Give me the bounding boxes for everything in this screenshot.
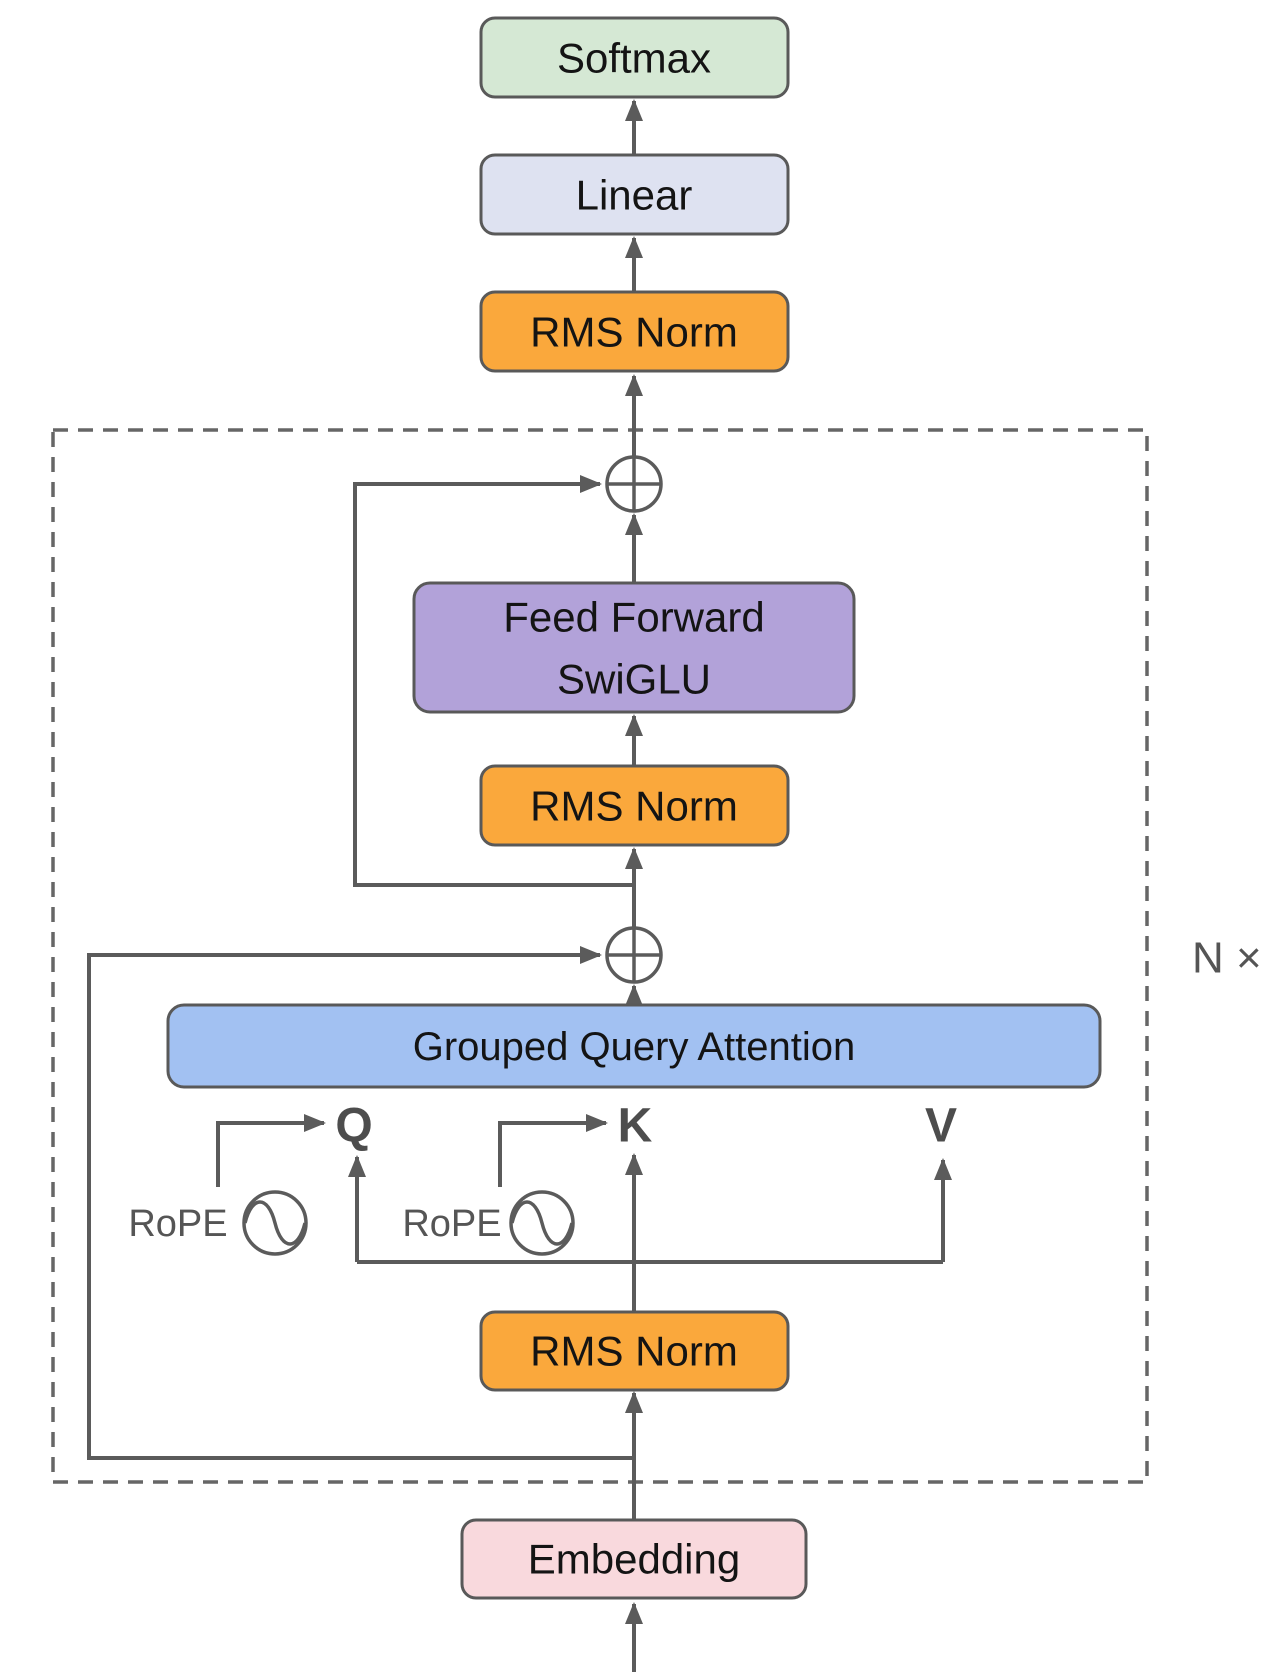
rope-k: RoPE: [402, 1190, 575, 1256]
rms-norm-attention-label: RMS Norm: [530, 1328, 738, 1375]
linear-label: Linear: [576, 172, 693, 219]
arrow-rope-to-k: [498, 1114, 608, 1187]
residual-skip-attention: [87, 946, 634, 1460]
label-v: V: [925, 1100, 957, 1153]
rope-q-sine-icon: [242, 1190, 308, 1256]
rms-norm-output-label: RMS Norm: [530, 309, 738, 356]
arrow-rope-to-q: [216, 1114, 326, 1187]
embedding-label: Embedding: [528, 1536, 740, 1583]
block-embedding: Embedding: [460, 1518, 808, 1600]
feed-forward-label-line1: Feed Forward: [503, 594, 764, 641]
block-linear: Linear: [479, 153, 790, 236]
label-k: K: [618, 1100, 653, 1153]
block-feed-forward: Feed Forward SwiGLU: [412, 581, 856, 714]
rope-k-sine-icon: [509, 1190, 575, 1256]
block-rms-norm-attention: RMS Norm: [479, 1310, 790, 1392]
feed-forward-label-line2: SwiGLU: [557, 656, 711, 703]
block-grouped-query-attention: Grouped Query Attention: [166, 1003, 1102, 1089]
block-rms-norm-output: RMS Norm: [479, 290, 790, 373]
label-q: Q: [335, 1100, 372, 1153]
rope-k-label: RoPE: [402, 1203, 501, 1245]
residual-add-ffn-icon: [605, 455, 663, 513]
residual-skip-ffn: [353, 475, 634, 887]
residual-add-attention-icon: [605, 926, 663, 984]
block-rms-norm-ffn: RMS Norm: [479, 764, 790, 847]
rms-norm-ffn-label: RMS Norm: [530, 783, 738, 830]
repeat-count-label: N ×: [1192, 934, 1262, 983]
softmax-label: Softmax: [557, 35, 711, 82]
grouped-query-attention-label: Grouped Query Attention: [413, 1025, 856, 1069]
rope-q: RoPE: [128, 1190, 308, 1256]
rope-q-label: RoPE: [128, 1203, 227, 1245]
block-softmax: Softmax: [479, 16, 790, 99]
